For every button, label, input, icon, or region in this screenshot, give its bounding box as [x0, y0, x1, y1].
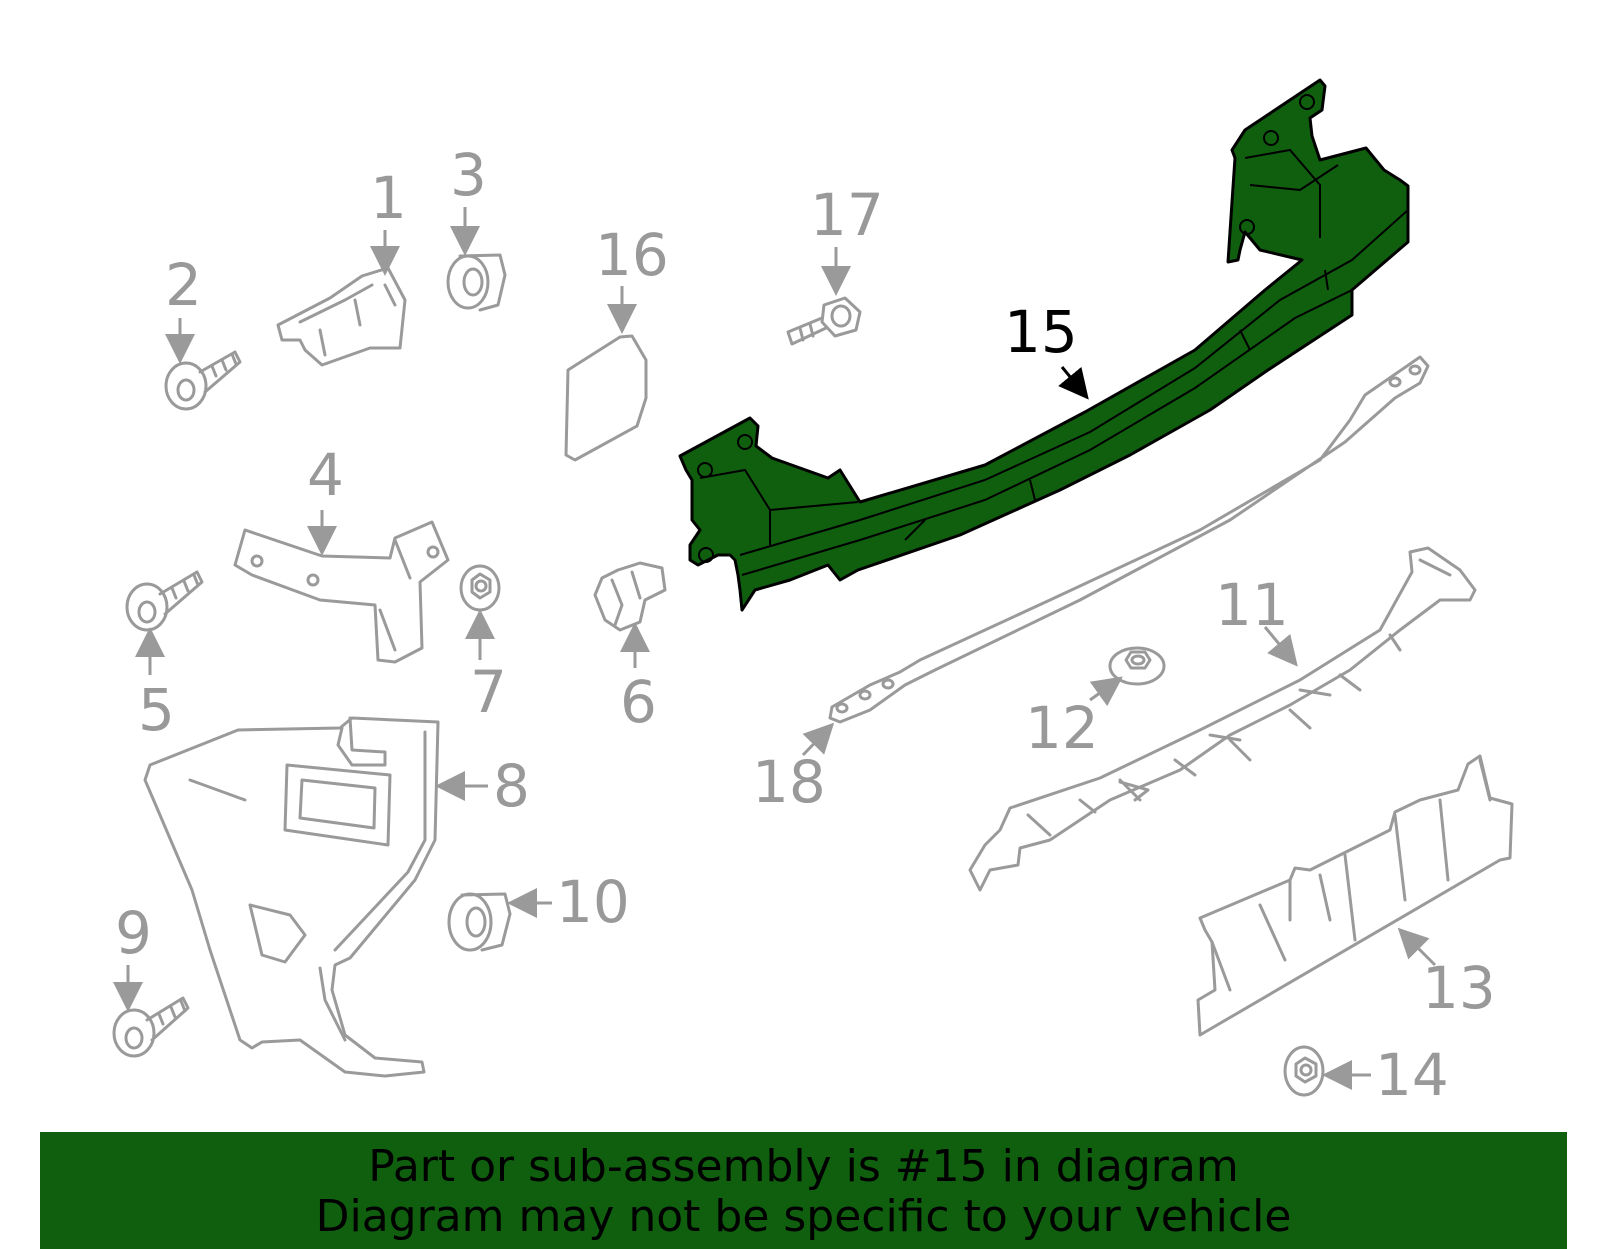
- callout-12: 12: [1025, 694, 1099, 762]
- footer-banner: Part or sub-assembly is #15 in diagram D…: [40, 1132, 1567, 1249]
- callout-18: 18: [752, 748, 826, 816]
- callout-7: 7: [470, 658, 507, 726]
- part-17-bolt: [786, 296, 862, 346]
- part-5-bolt: [125, 570, 204, 632]
- part-16-pad: [564, 334, 648, 462]
- part-15-reinforcement: [678, 78, 1410, 612]
- part-14-nut: [1283, 1045, 1325, 1097]
- part-4-bracket: [233, 520, 450, 664]
- callout-15-highlighted: 15: [1004, 298, 1078, 366]
- callout-13: 13: [1422, 954, 1496, 1022]
- part-9-bolt: [112, 996, 190, 1058]
- footer-line-2: Diagram may not be specific to your vehi…: [315, 1191, 1292, 1242]
- callout-4: 4: [307, 441, 344, 509]
- callout-11: 11: [1215, 571, 1289, 639]
- footer-line-1: Part or sub-assembly is #15 in diagram: [368, 1141, 1239, 1192]
- part-1-bracket: [276, 266, 407, 367]
- callout-9: 9: [115, 899, 152, 967]
- part-11-absorber: [968, 546, 1477, 892]
- callout-14: 14: [1375, 1041, 1449, 1109]
- part-10-clip: [447, 892, 512, 952]
- part-3-clip: [446, 253, 507, 312]
- callout-3: 3: [450, 141, 487, 209]
- callout-17: 17: [810, 181, 884, 249]
- part-13-shield: [1196, 754, 1514, 1037]
- callout-5: 5: [138, 676, 175, 744]
- callout-2: 2: [165, 251, 202, 319]
- part-2-bolt: [164, 350, 242, 411]
- part-8-panel: [143, 716, 440, 1078]
- part-18-strip: [828, 355, 1430, 724]
- part-7-nut: [459, 564, 501, 612]
- callout-10: 10: [556, 868, 630, 936]
- callout-16: 16: [595, 221, 669, 289]
- callout-6: 6: [620, 668, 657, 736]
- part-12-nut: [1108, 646, 1166, 686]
- callout-8: 8: [493, 752, 530, 820]
- callout-1: 1: [370, 164, 407, 232]
- part-6-clip: [593, 561, 667, 632]
